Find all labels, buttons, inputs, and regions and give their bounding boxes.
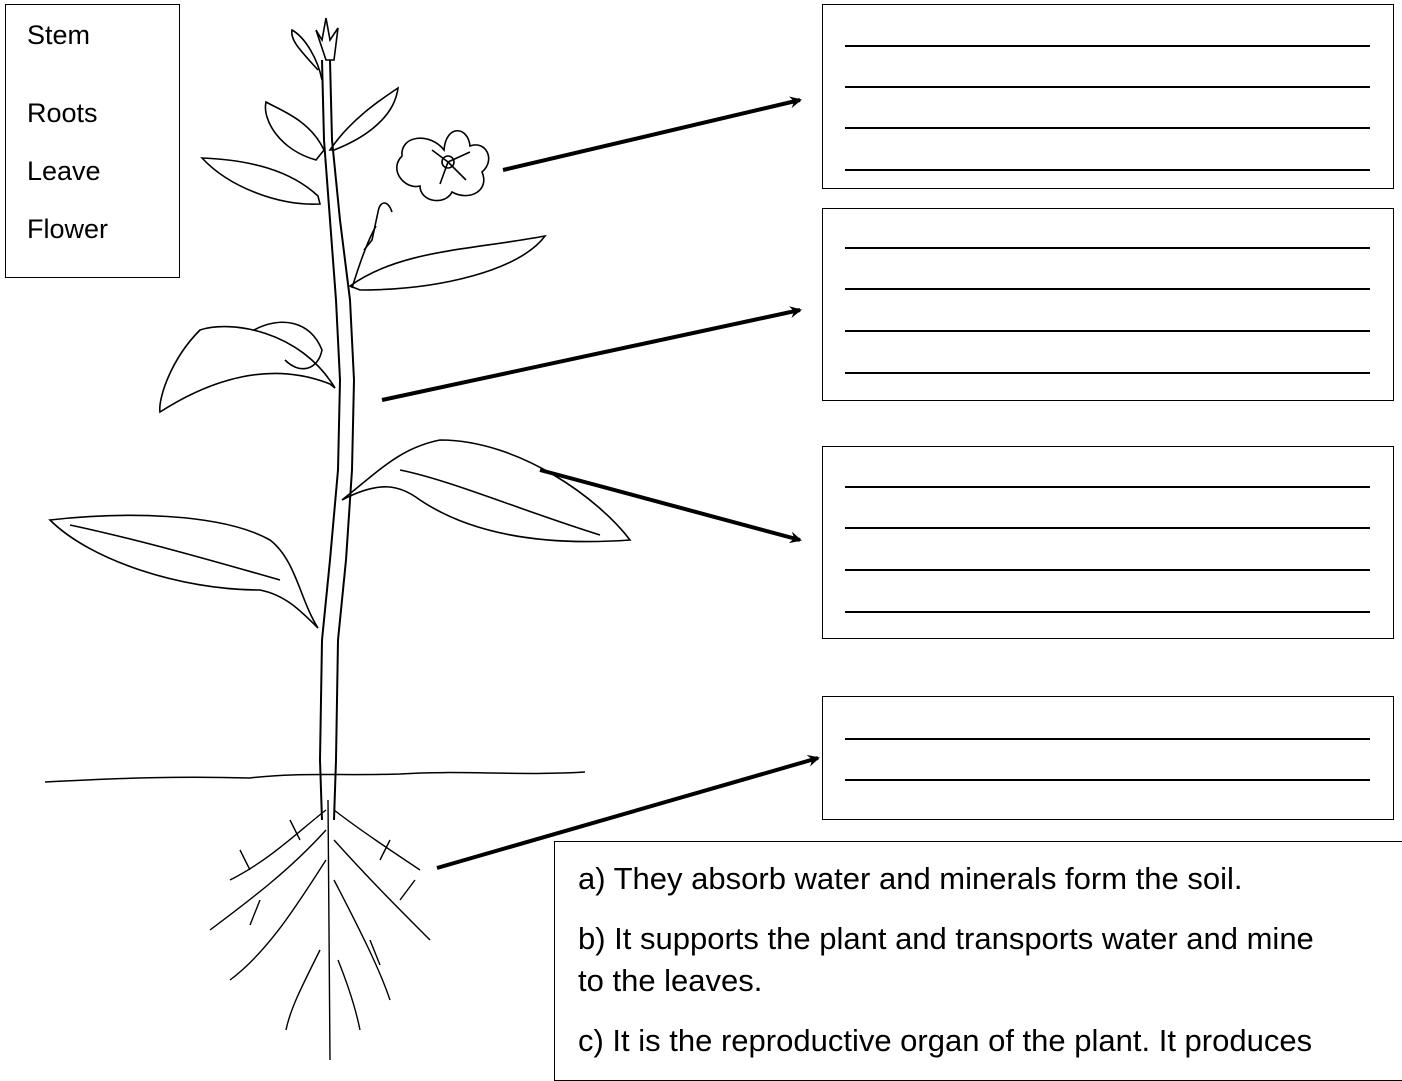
roots-drawing xyxy=(210,800,430,1060)
answer-line[interactable] xyxy=(845,45,1370,47)
answer-line[interactable] xyxy=(845,486,1370,488)
answer-line[interactable] xyxy=(845,779,1370,781)
answer-line[interactable] xyxy=(845,86,1370,88)
answer-line[interactable] xyxy=(845,527,1370,529)
answer-line[interactable] xyxy=(845,169,1370,171)
stem-drawing xyxy=(320,60,354,820)
leaf-answer-box[interactable] xyxy=(822,446,1394,639)
middle-leaves-drawing xyxy=(50,440,630,628)
arrow-leaf xyxy=(540,470,800,540)
answer-line[interactable] xyxy=(845,569,1370,571)
flower-drawing xyxy=(352,131,489,288)
arrow-flower xyxy=(503,100,800,170)
answer-line[interactable] xyxy=(845,611,1370,613)
answer-line[interactable] xyxy=(845,247,1370,249)
word-bank: Stem Roots Leave Flower xyxy=(5,4,180,278)
answer-line[interactable] xyxy=(845,330,1370,332)
answer-line[interactable] xyxy=(845,738,1370,740)
description-b-line2: to the leaves. xyxy=(578,960,1402,1002)
ground-line xyxy=(45,772,585,782)
answer-line[interactable] xyxy=(845,288,1370,290)
description-c: c) It is the reproductive organ of the p… xyxy=(578,1020,1402,1062)
word-bank-item: Flower xyxy=(27,193,179,265)
roots-answer-box[interactable] xyxy=(822,696,1394,820)
description-b-line1: b) It supports the plant and transports … xyxy=(578,918,1402,960)
flower-answer-box[interactable] xyxy=(822,4,1394,189)
answer-line[interactable] xyxy=(845,372,1370,374)
arrow-stem xyxy=(382,310,800,400)
description-a: a) They absorb water and minerals form t… xyxy=(578,858,1402,900)
descriptions-box: a) They absorb water and minerals form t… xyxy=(554,841,1402,1081)
answer-line[interactable] xyxy=(845,127,1370,129)
stem-answer-box[interactable] xyxy=(822,208,1394,401)
